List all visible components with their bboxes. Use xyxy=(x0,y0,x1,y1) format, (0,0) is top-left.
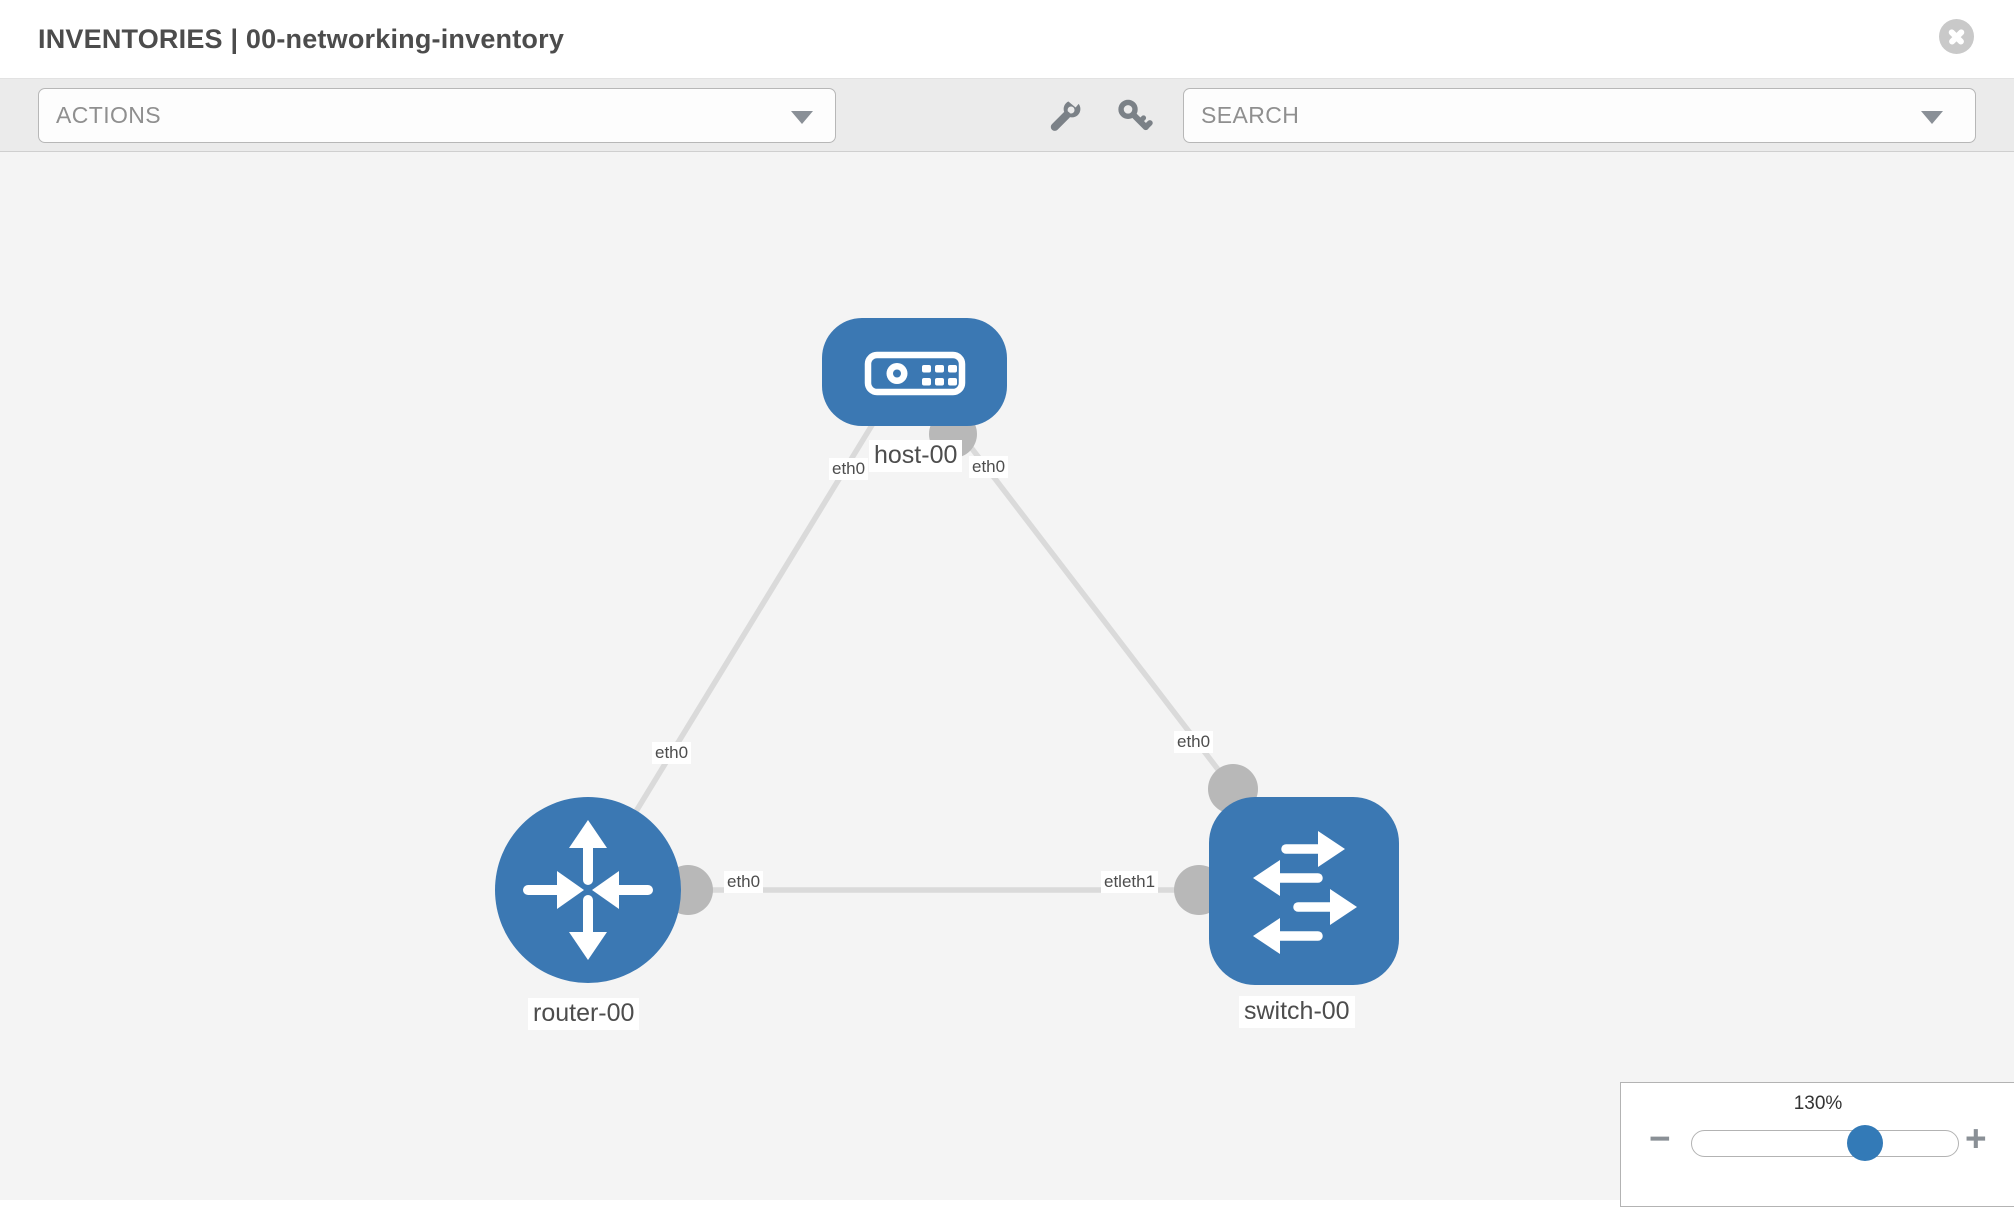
interface-connectors xyxy=(663,410,1258,915)
interface-label: eth0 xyxy=(829,458,869,480)
host-icon xyxy=(864,351,966,396)
node-host[interactable] xyxy=(822,318,1007,426)
link-host-router xyxy=(585,410,883,892)
wrench-icon[interactable] xyxy=(1047,92,1085,135)
zoom-out-button[interactable]: − xyxy=(1649,1118,1671,1159)
switch-icon xyxy=(1253,831,1357,954)
actions-dropdown-label: ACTIONS xyxy=(56,102,162,128)
interface-label: eth0 xyxy=(652,742,692,764)
interface-label: eth0 xyxy=(724,871,764,893)
topology-canvas[interactable]: eth0 host-00 eth0 eth0 eth0 eth0 etleth1… xyxy=(0,152,2014,1200)
zoom-level: 130% xyxy=(1793,1093,1843,1114)
node-label-switch: switch-00 xyxy=(1239,996,1355,1028)
topology-svg xyxy=(495,318,1399,985)
key-icon[interactable] xyxy=(1116,97,1154,135)
chevron-down-icon xyxy=(1921,111,1943,124)
zoom-panel: 130% − + xyxy=(1620,1082,2014,1207)
toolbar: ACTIONS SEARCH xyxy=(0,78,2014,152)
link-lines xyxy=(585,405,1304,893)
zoom-in-button[interactable]: + xyxy=(1965,1118,1987,1159)
zoom-slider-handle[interactable] xyxy=(1847,1125,1883,1161)
interface-label: eth0 xyxy=(969,456,1009,478)
search-placeholder: SEARCH xyxy=(1201,102,1300,128)
zoom-slider[interactable] xyxy=(1691,1125,1959,1161)
node-label-host: host-00 xyxy=(869,440,963,472)
node-label-router: router-00 xyxy=(528,998,640,1030)
close-icon[interactable] xyxy=(1939,19,1974,54)
actions-dropdown[interactable]: ACTIONS xyxy=(38,88,836,143)
page-title: INVENTORIES | 00-networking-inventory xyxy=(38,23,565,54)
interface-label: etleth1 xyxy=(1101,871,1159,893)
breadcrumb-header: INVENTORIES | 00-networking-inventory xyxy=(0,0,2014,78)
router-icon xyxy=(523,820,653,960)
node-switch[interactable] xyxy=(1209,797,1399,985)
search-input[interactable]: SEARCH xyxy=(1183,88,1976,143)
node-router[interactable] xyxy=(495,797,681,983)
interface-label: eth0 xyxy=(1174,731,1214,753)
chevron-down-icon xyxy=(791,111,813,124)
